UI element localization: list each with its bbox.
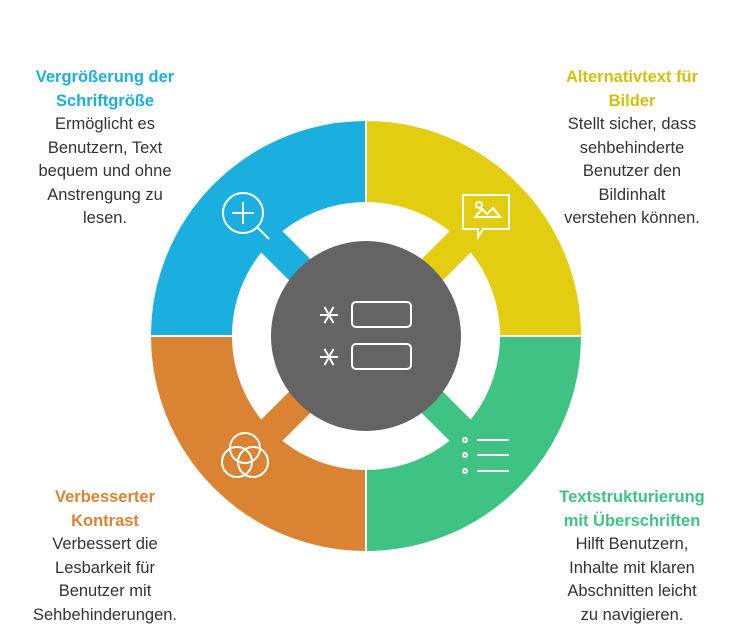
segment-title: Textstrukturierung mit Überschriften <box>559 488 705 530</box>
segment-description: Ermöglicht es Benutzern, Text bequem und… <box>38 115 172 227</box>
segment-description: Stellt sicher, dass sehbehinderte Benutz… <box>564 115 700 227</box>
segment-green <box>365 335 584 554</box>
center-circle <box>271 241 461 431</box>
segment-title: Alternativtext für Bilder <box>565 68 699 110</box>
bullet-list-icon <box>462 437 509 474</box>
segment-description: Verbessert die Lesbarkeit für Benutzer m… <box>32 535 178 624</box>
asterisk-list-icon <box>320 301 412 370</box>
segment-description: Hilft Benutzern, Inhalte mit klaren Absc… <box>567 535 697 624</box>
image-caption-icon <box>462 194 510 241</box>
segment-orange <box>148 335 367 554</box>
segment-title: Verbesserter Kontrast <box>55 488 155 530</box>
segment-text-headings: Textstrukturierung mit Überschriften Hil… <box>527 486 732 627</box>
zoom-in-icon <box>222 192 270 240</box>
segment-text-contrast: Verbesserter Kontrast Verbessert die Les… <box>0 486 210 627</box>
segment-text-font-size: Vergrößerung der Schriftgröße Ermöglicht… <box>0 66 210 231</box>
segment-title: Vergrößerung der Schriftgröße <box>35 68 175 110</box>
overlapping-circles-icon <box>221 432 269 478</box>
segment-text-alt-text: Alternativtext für Bilder Stellt sicher,… <box>527 66 732 231</box>
